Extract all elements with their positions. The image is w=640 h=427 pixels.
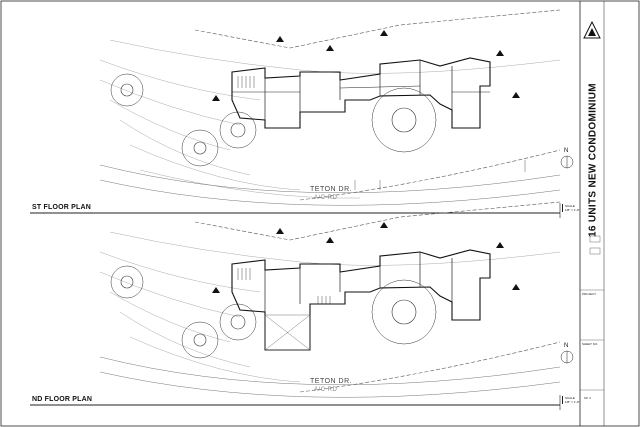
scale-label: SCALE: [565, 204, 575, 208]
title-block-box: [589, 247, 601, 255]
north-arrow-icon: [560, 155, 574, 169]
scale-value: 1/8" = 1'-0": [565, 208, 580, 212]
north-arrow-icon: [560, 350, 574, 364]
street-name: TETON DR.: [310, 378, 353, 385]
firm-logo-icon: [583, 20, 601, 39]
street-name: TETON DR.: [310, 186, 353, 193]
north-label: N: [564, 343, 569, 349]
first-floor-plan: [30, 9, 561, 218]
page-label: OF 4: [584, 396, 591, 400]
project-label: PROJECT: [582, 292, 597, 296]
street-subname: A/C RD: [314, 387, 338, 393]
project-title: 16 UNITS NEW CONDOMINIUM: [587, 83, 599, 237]
scale-value: 1/8" = 1'-0": [565, 400, 580, 404]
second-floor-scale: SCALE 1/8" = 1'-0": [562, 396, 580, 404]
first-floor-plan-title: ST FLOOR PLAN: [32, 204, 91, 211]
title-block-box: [589, 235, 601, 243]
sheet-label: SHEET NO.: [582, 342, 599, 346]
street-subname: A/C RD: [314, 195, 338, 201]
second-floor-plan: [30, 201, 561, 410]
second-floor-plan-title: ND FLOOR PLAN: [32, 396, 93, 403]
first-floor-scale: SCALE 1/8" = 1'-0": [562, 204, 580, 212]
scale-label: SCALE: [565, 396, 575, 400]
north-label: N: [564, 148, 569, 154]
